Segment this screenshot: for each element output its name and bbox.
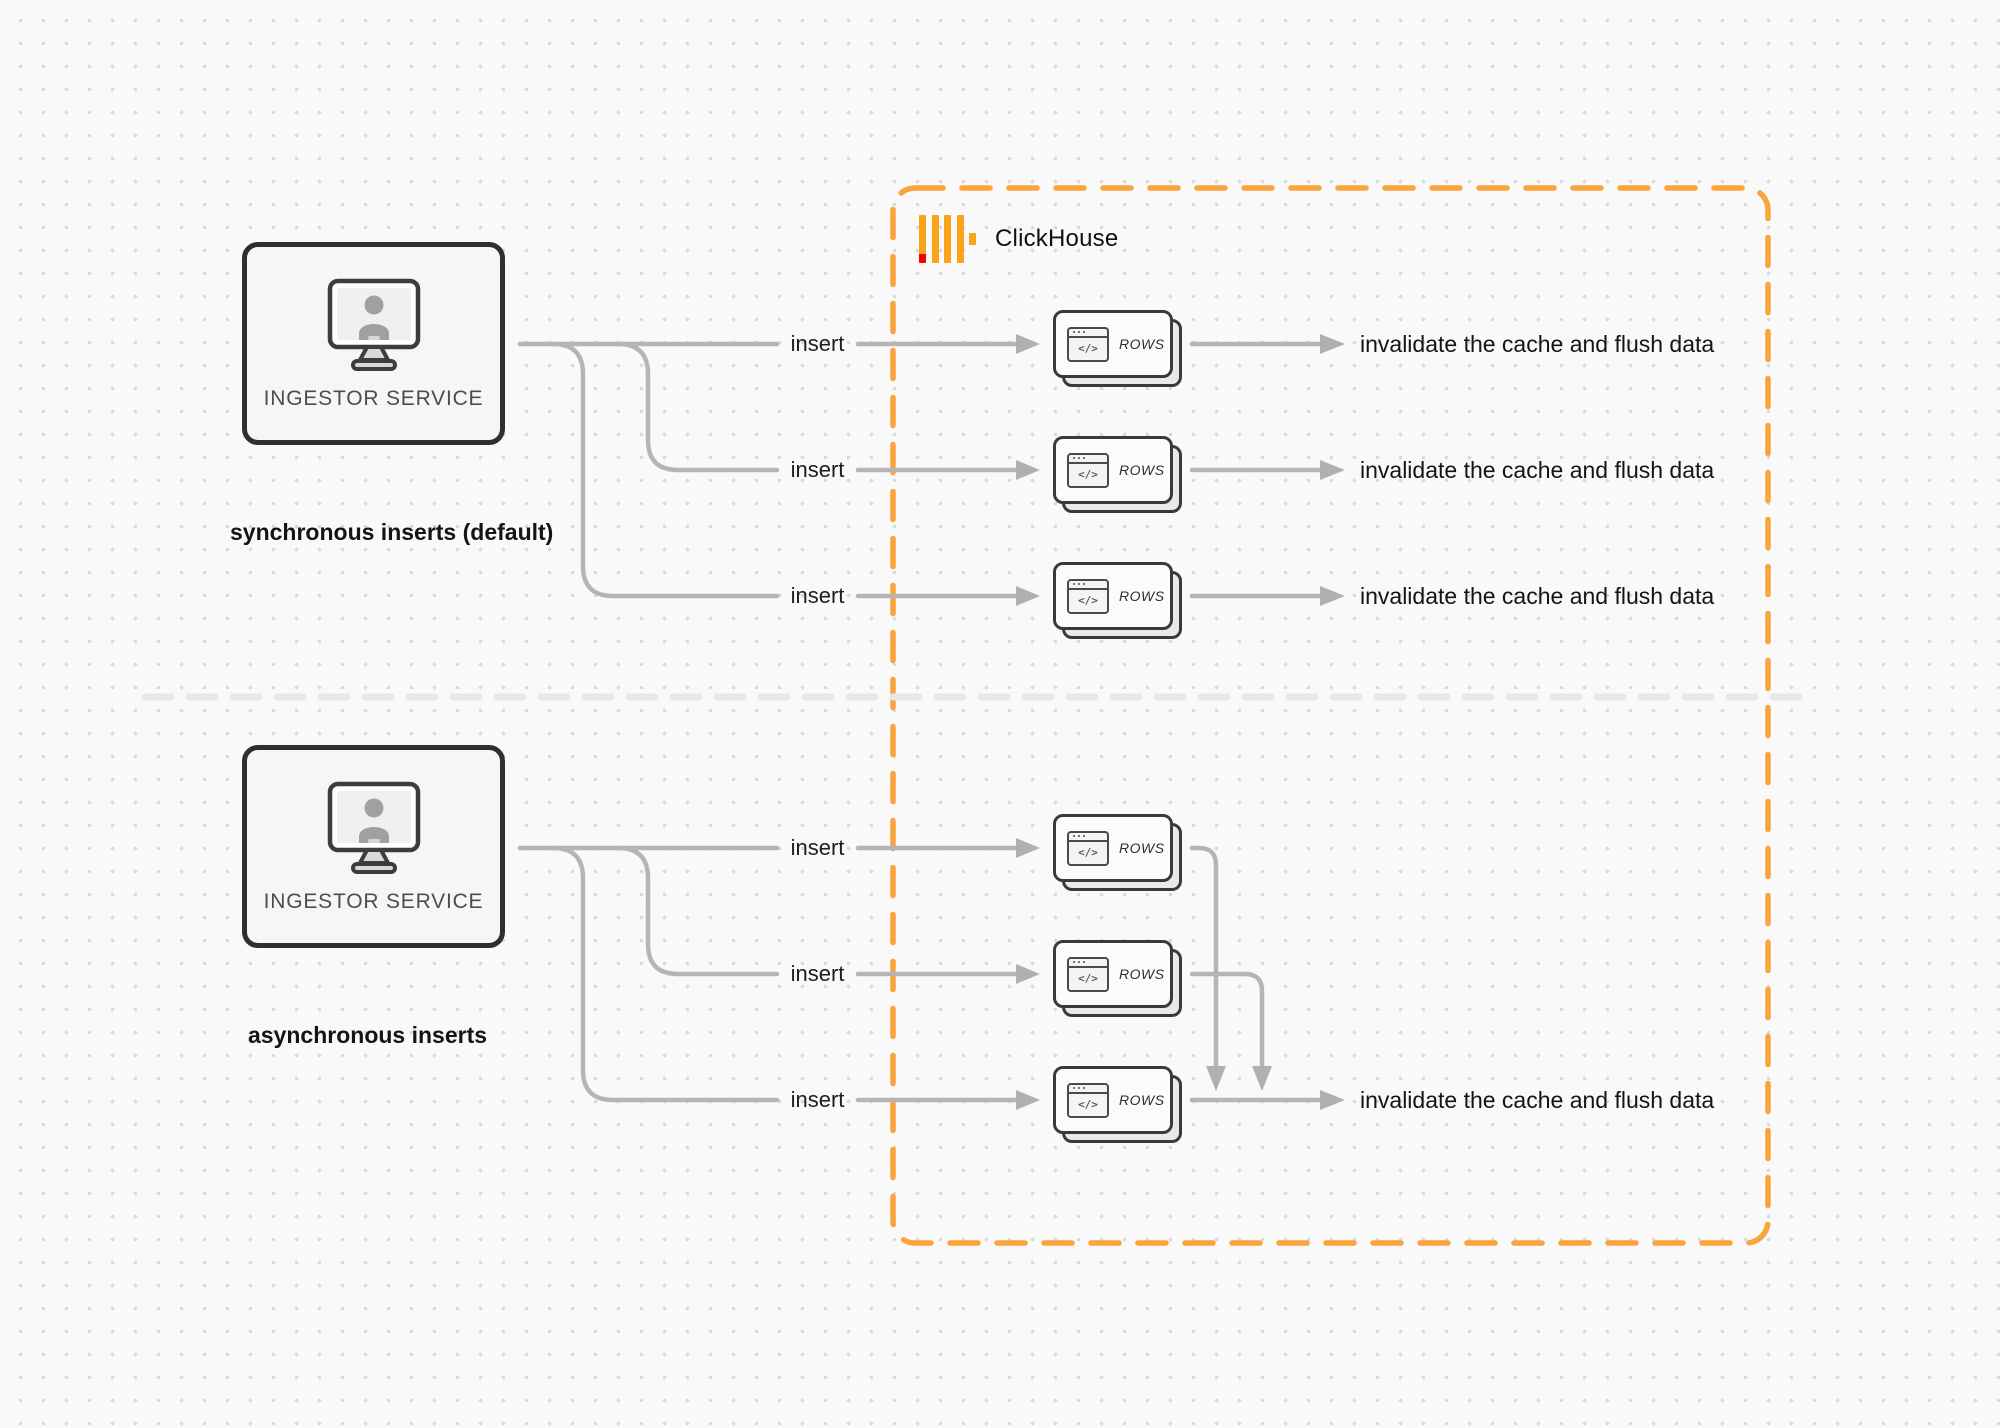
clickhouse-panel-border bbox=[890, 185, 1771, 1246]
sync-ingestor-box: INGESTOR SERVICE bbox=[242, 242, 505, 445]
arrowhead-right-icon bbox=[1016, 1090, 1040, 1110]
monitor-user-icon bbox=[327, 278, 420, 371]
arrowhead-right-icon bbox=[1320, 460, 1345, 480]
arrowhead-right-icon bbox=[1016, 460, 1040, 480]
arrowhead-right-icon bbox=[1320, 334, 1345, 354]
service-label: INGESTOR SERVICE bbox=[263, 386, 484, 410]
result-label: invalidate the cache and flush data bbox=[1360, 331, 1715, 357]
rows-card-label: ROWS bbox=[1119, 1092, 1165, 1108]
rows-card: </> ROWS bbox=[1053, 562, 1183, 640]
arrowhead-right-icon bbox=[1320, 1090, 1345, 1110]
async-branch-2 bbox=[615, 845, 780, 977]
insert-label: insert bbox=[790, 835, 845, 860]
code-window-icon: </> bbox=[1067, 956, 1109, 992]
code-window-icon: </> bbox=[1067, 326, 1109, 362]
rows-card: </> ROWS bbox=[1053, 940, 1183, 1018]
async-caption: asynchronous inserts bbox=[248, 1022, 488, 1048]
rows-card-label: ROWS bbox=[1119, 588, 1165, 604]
async-branch-3 bbox=[550, 845, 780, 1103]
code-window-icon: </> bbox=[1067, 578, 1109, 614]
result-label: invalidate the cache and flush data bbox=[1360, 457, 1715, 483]
insert-label: insert bbox=[790, 457, 845, 482]
async-merge-line-1 bbox=[1189, 845, 1219, 1069]
arrowhead-right-icon bbox=[1016, 334, 1040, 354]
rows-card-front: </> ROWS bbox=[1053, 436, 1173, 504]
sync-caption: synchronous inserts (default) bbox=[230, 519, 554, 545]
rows-card: </> ROWS bbox=[1053, 814, 1183, 892]
arrowhead-right-icon bbox=[1016, 838, 1040, 858]
rows-card: </> ROWS bbox=[1053, 436, 1183, 514]
arrowheads bbox=[1016, 334, 1345, 1110]
code-window-icon: </> bbox=[1067, 452, 1109, 488]
insert-label: insert bbox=[790, 331, 845, 356]
rows-card-label: ROWS bbox=[1119, 462, 1165, 478]
service-label: INGESTOR SERVICE bbox=[263, 889, 484, 913]
insert-label: insert bbox=[790, 961, 845, 986]
clickhouse-logo-icon bbox=[919, 215, 976, 263]
async-ingestor-box: INGESTOR SERVICE bbox=[242, 745, 505, 948]
clickhouse-brand: ClickHouse bbox=[995, 225, 1119, 252]
rows-card-label: ROWS bbox=[1119, 966, 1165, 982]
code-window-icon: </> bbox=[1067, 1082, 1109, 1118]
code-window-icon: </> bbox=[1067, 830, 1109, 866]
sync-branch-3 bbox=[550, 341, 780, 599]
rows-card: </> ROWS bbox=[1053, 310, 1183, 388]
clickhouse-header: ClickHouse bbox=[919, 215, 1118, 263]
monitor-user-icon bbox=[327, 781, 420, 874]
result-label: invalidate the cache and flush data bbox=[1360, 583, 1715, 609]
rows-card-front: </> ROWS bbox=[1053, 814, 1173, 882]
rows-card: </> ROWS bbox=[1053, 1066, 1183, 1144]
rows-card-front: </> ROWS bbox=[1053, 562, 1173, 630]
rows-card-label: ROWS bbox=[1119, 840, 1165, 856]
arrowhead-right-icon bbox=[1016, 964, 1040, 984]
result-label: invalidate the cache and flush data bbox=[1360, 1087, 1715, 1113]
async-merge-line-2 bbox=[1189, 971, 1265, 1069]
rows-card-front: </> ROWS bbox=[1053, 940, 1173, 1008]
arrowhead-right-icon bbox=[1016, 586, 1040, 606]
sync-branch-2 bbox=[615, 341, 780, 473]
insert-label: insert bbox=[790, 1087, 845, 1112]
rows-card-front: </> ROWS bbox=[1053, 310, 1173, 378]
rows-card-front: </> ROWS bbox=[1053, 1066, 1173, 1134]
arrowhead-down-icon bbox=[1206, 1066, 1226, 1091]
insert-label: insert bbox=[790, 583, 845, 608]
arrowhead-right-icon bbox=[1320, 586, 1345, 606]
rows-card-label: ROWS bbox=[1119, 336, 1165, 352]
arrowhead-down-icon bbox=[1252, 1066, 1272, 1091]
connector-lines bbox=[517, 341, 1323, 1103]
